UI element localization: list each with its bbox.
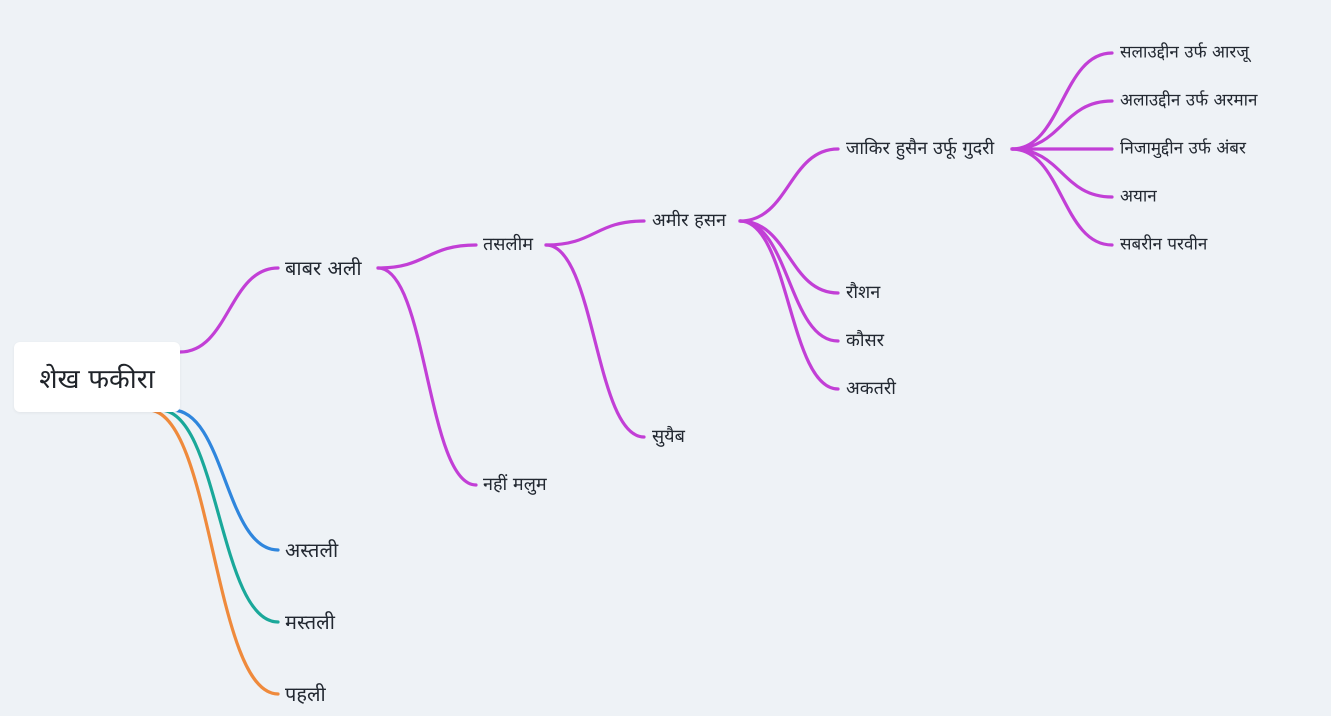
edge-zakir-husain-ayan bbox=[1010, 147, 1114, 199]
node-nahi-malum[interactable]: नहीं मलुम bbox=[483, 474, 547, 495]
edge-babar-ali-tasleem bbox=[376, 243, 478, 270]
node-astali[interactable]: अस्तली bbox=[285, 538, 339, 562]
node-babar-ali[interactable]: बाबर अली bbox=[285, 256, 362, 280]
node-alauddin[interactable]: अलाउद्दीन उर्फ अरमान bbox=[1120, 90, 1258, 111]
node-raushan[interactable]: रौशन bbox=[846, 282, 881, 303]
edge-root-pahli bbox=[146, 408, 280, 696]
node-akatari[interactable]: अकतरी bbox=[846, 378, 896, 399]
node-mastali[interactable]: मस्तली bbox=[285, 610, 335, 634]
edge-root-babar-ali bbox=[178, 266, 280, 354]
edge-amir-hasan-zakir-husain bbox=[738, 147, 840, 223]
edge-root-mastali bbox=[158, 408, 280, 624]
node-zakir-husain[interactable]: जाकिर हुसैन उर्फू गुदरी bbox=[846, 138, 995, 159]
edge-tasleem-suyaib bbox=[544, 243, 646, 439]
edge-amir-hasan-akatari bbox=[738, 219, 840, 391]
edge-babar-ali-nahi-malum bbox=[376, 266, 478, 487]
node-sabrin-parvin[interactable]: सबरीन परवीन bbox=[1120, 234, 1208, 255]
node-kausar[interactable]: कौसर bbox=[846, 330, 885, 351]
node-suyaib[interactable]: सुयैब bbox=[652, 426, 685, 447]
edge-zakir-husain-alauddin bbox=[1010, 99, 1114, 151]
node-nizamuddin[interactable]: निजामुद्दीन उर्फ अंबर bbox=[1120, 138, 1246, 159]
node-pahli[interactable]: पहली bbox=[285, 682, 326, 706]
edge-zakir-husain-sabrin-parvin bbox=[1010, 147, 1114, 247]
edge-zakir-husain-salauddin bbox=[1010, 51, 1114, 151]
node-tasleem[interactable]: तसलीम bbox=[483, 234, 534, 255]
edge-amir-hasan-kausar bbox=[738, 219, 840, 343]
root-node[interactable]: शेख फकीरा bbox=[14, 342, 180, 412]
node-amir-hasan[interactable]: अमीर हसन bbox=[652, 210, 726, 231]
node-ayan[interactable]: अयान bbox=[1120, 186, 1157, 207]
root-node-label: शेख फकीरा bbox=[39, 363, 155, 395]
node-salauddin[interactable]: सलाउद्दीन उर्फ आरजू bbox=[1120, 42, 1249, 63]
edge-root-astali bbox=[170, 408, 280, 552]
edge-tasleem-amir-hasan bbox=[544, 219, 646, 247]
